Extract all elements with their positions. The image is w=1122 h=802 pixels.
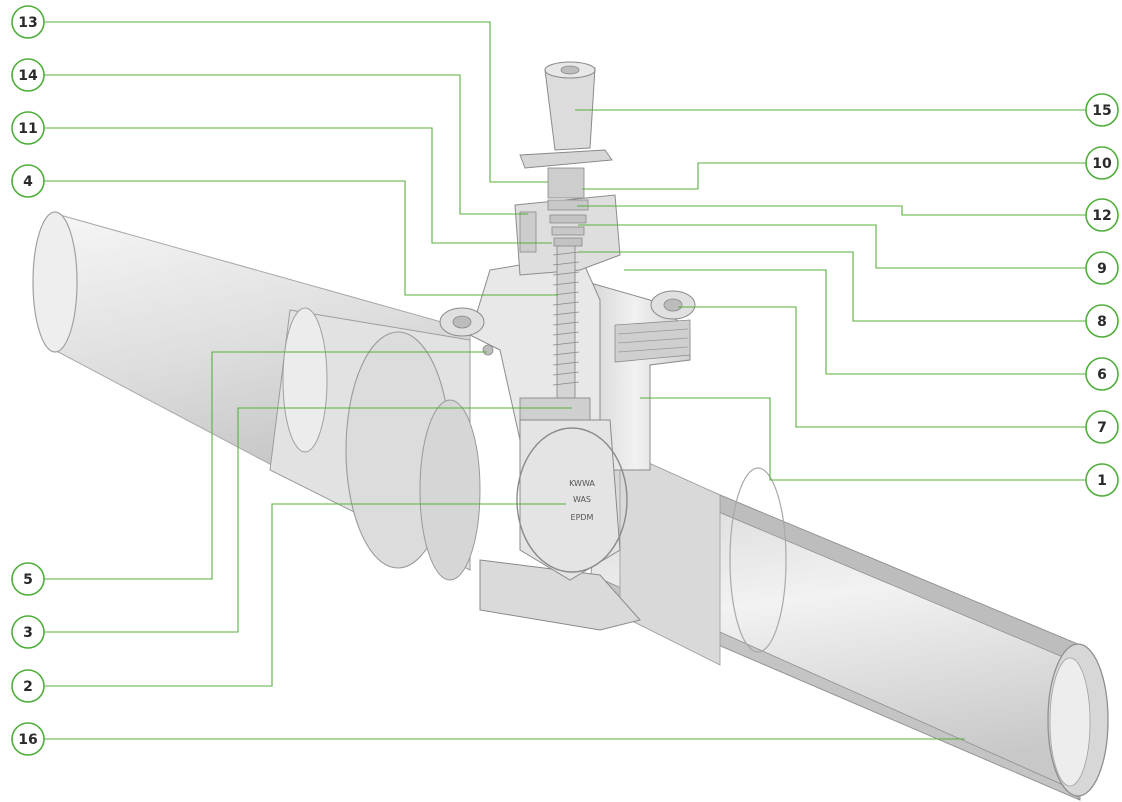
callout-label: 10	[1092, 156, 1112, 172]
callout-label: 7	[1097, 420, 1107, 436]
callout-15: 15	[1085, 93, 1119, 127]
callout-14: 14	[11, 58, 45, 92]
stamp-line-2: WAS	[573, 495, 591, 504]
stamp-line-3: EPDM	[571, 513, 594, 522]
callout-label: 11	[18, 121, 37, 137]
callout-13: 13	[11, 5, 45, 39]
callout-2: 2	[11, 669, 45, 703]
callout-label: 4	[23, 174, 33, 190]
callout-label: 13	[18, 15, 37, 31]
right-pipe-cutaway	[589, 444, 1109, 801]
stamp-line-1: KWWA	[569, 479, 595, 488]
leader-lines	[44, 21, 1086, 740]
callout-label: 14	[18, 68, 38, 84]
callout-label: 12	[1092, 208, 1111, 224]
callout-label: 1	[1097, 473, 1107, 489]
callout-1: 1	[1085, 463, 1119, 497]
callout-label: 3	[23, 625, 33, 641]
callout-label: 6	[1097, 367, 1107, 383]
callout-5: 5	[11, 562, 45, 596]
callout-label: 16	[18, 732, 37, 748]
callout-10: 10	[1085, 146, 1119, 180]
callout-label: 2	[23, 679, 33, 695]
callout-12: 12	[1085, 198, 1119, 232]
callout-label: 9	[1097, 261, 1107, 277]
callout-8: 8	[1085, 304, 1119, 338]
left-socket	[269, 307, 481, 581]
callout-label: 5	[23, 572, 33, 588]
callout-16: 16	[11, 722, 45, 756]
callout-3: 3	[11, 615, 45, 649]
callout-label: 8	[1097, 314, 1107, 330]
callout-6: 6	[1085, 357, 1119, 391]
valve-internals: KWWA WAS EPDM	[482, 61, 628, 581]
callout-11: 11	[11, 111, 45, 145]
callout-label: 15	[1092, 103, 1111, 119]
callout-4: 4	[11, 164, 45, 198]
callout-7: 7	[1085, 410, 1119, 444]
callout-9: 9	[1085, 251, 1119, 285]
